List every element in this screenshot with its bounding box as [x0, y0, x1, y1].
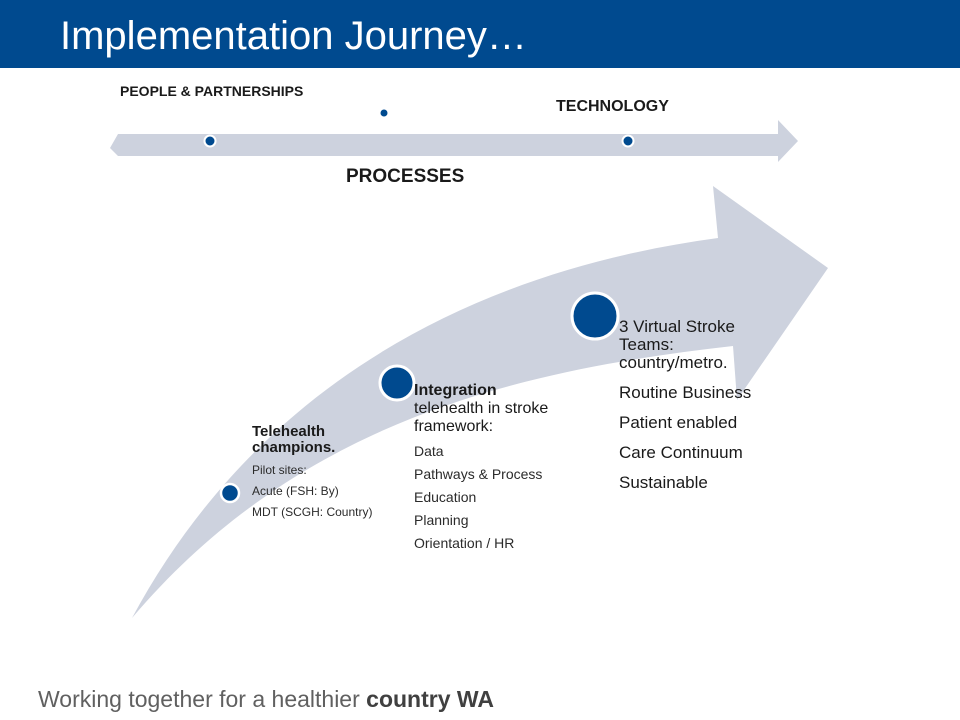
- stage-item: Routine Business: [619, 383, 752, 402]
- stage-telehealth-champions: Telehealth champions. Pilot sites: Acute…: [252, 423, 382, 520]
- stage-item: Pathways & Process: [414, 466, 543, 482]
- stage-item: Data: [414, 443, 444, 459]
- stage-item: Patient enabled: [619, 413, 738, 432]
- stage-marker-3: [570, 291, 620, 341]
- stage-item: Planning: [414, 512, 469, 528]
- stage-item: Pilot sites:: [252, 463, 307, 477]
- page-title: Implementation Journey…: [60, 14, 527, 58]
- stage-heading-rest: telehealth in stroke framework:: [414, 400, 549, 435]
- technology-label: TECHNOLOGY: [556, 98, 669, 115]
- timeline-marker-processes: [380, 109, 388, 117]
- timeline-arrow: [110, 120, 798, 162]
- footer-prefix: Working together for a healthier: [38, 686, 367, 712]
- stage-heading-bold: Integration: [414, 382, 497, 399]
- processes-label: PROCESSES: [346, 166, 465, 187]
- journey-arrow: [132, 186, 828, 618]
- stage-marker-1: [219, 482, 241, 504]
- stage-marker-2: [378, 364, 416, 402]
- title-bar: [0, 0, 960, 68]
- stage-virtual-stroke-teams: 3 Virtual Stroke Teams: country/metro. R…: [619, 318, 769, 492]
- footer-bold: country WA: [366, 686, 494, 712]
- stage-item: Acute (FSH: By): [252, 484, 339, 498]
- stage-heading: Telehealth champions.: [252, 423, 336, 456]
- stage-item: Sustainable: [619, 473, 708, 492]
- stage-item: Care Continuum: [619, 443, 743, 462]
- timeline-marker-people: [203, 134, 217, 148]
- stage-item: Orientation / HR: [414, 535, 515, 551]
- stage-item: MDT (SCGH: Country): [252, 505, 373, 519]
- people-partnerships-label: PEOPLE & PARTNERSHIPS: [120, 83, 304, 99]
- stage-item: Education: [414, 489, 477, 505]
- timeline-marker-technology: [621, 134, 635, 148]
- footer-tagline: Working together for a healthier country…: [38, 686, 494, 713]
- stage-heading: 3 Virtual Stroke Teams: country/metro.: [619, 317, 735, 372]
